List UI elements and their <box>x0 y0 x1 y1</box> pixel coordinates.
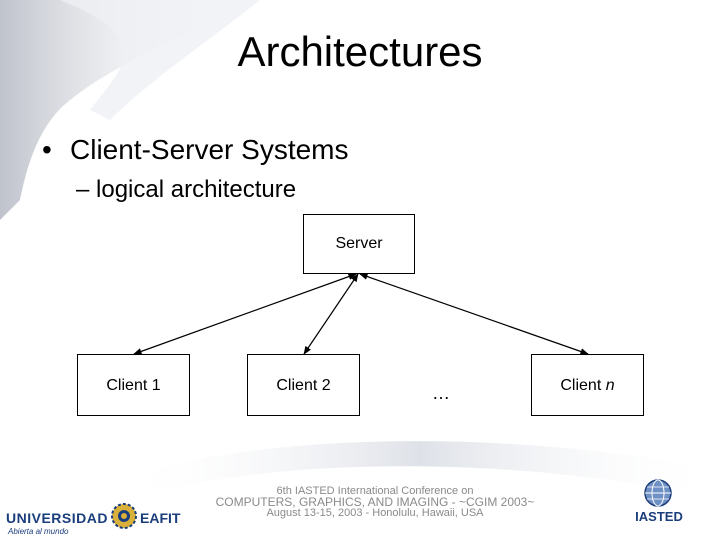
globe-icon <box>644 479 672 507</box>
bullet-marker: • <box>42 134 52 165</box>
iasted-logo: IASTED <box>630 478 690 528</box>
conference-line-3: August 13-15, 2003 - Honolulu, Hawaii, U… <box>266 507 484 519</box>
university-short-name: EAFIT <box>140 510 181 526</box>
conference-line-1: 6th IASTED International Conference on <box>276 485 474 497</box>
sub-bullet-logical-architecture: – logical architecture <box>76 176 297 203</box>
university-wordmark: UNIVERSIDAD <box>6 510 108 526</box>
iasted-logo-text: IASTED <box>635 509 683 524</box>
connector-server-client1 <box>133 273 357 355</box>
slide-title: Architectures <box>237 28 483 75</box>
server-node: Server <box>303 214 415 274</box>
conference-line-2: COMPUTERS, GRAPHICS, AND IMAGING - ~CGIM… <box>215 495 535 509</box>
client-n-variable: n <box>605 377 615 394</box>
client-1-node: Client 1 <box>77 354 190 416</box>
client-n-prefix: Client <box>560 377 606 394</box>
gear-icon <box>111 503 137 529</box>
bullet-client-server: • Client-Server Systems <box>42 134 349 166</box>
client-1-label: Client 1 <box>106 377 161 394</box>
server-label: Server <box>335 235 383 252</box>
bullet-text: Client-Server Systems <box>70 134 349 165</box>
client-n-node: Client n <box>531 354 644 416</box>
university-tagline: Abierta al mundo <box>8 527 69 536</box>
conference-info: 6th IASTED International Conference on C… <box>200 486 550 519</box>
eafit-logo: UNIVERSIDAD Abierta al mundo EAFIT <box>6 498 192 538</box>
ellipsis: … <box>432 383 452 403</box>
client-2-node: Client 2 <box>247 354 360 416</box>
client-n-label: Client n <box>532 377 643 395</box>
connector-server-clientn <box>359 273 589 355</box>
client-2-label: Client 2 <box>276 377 331 394</box>
connector-server-client2 <box>303 273 359 355</box>
